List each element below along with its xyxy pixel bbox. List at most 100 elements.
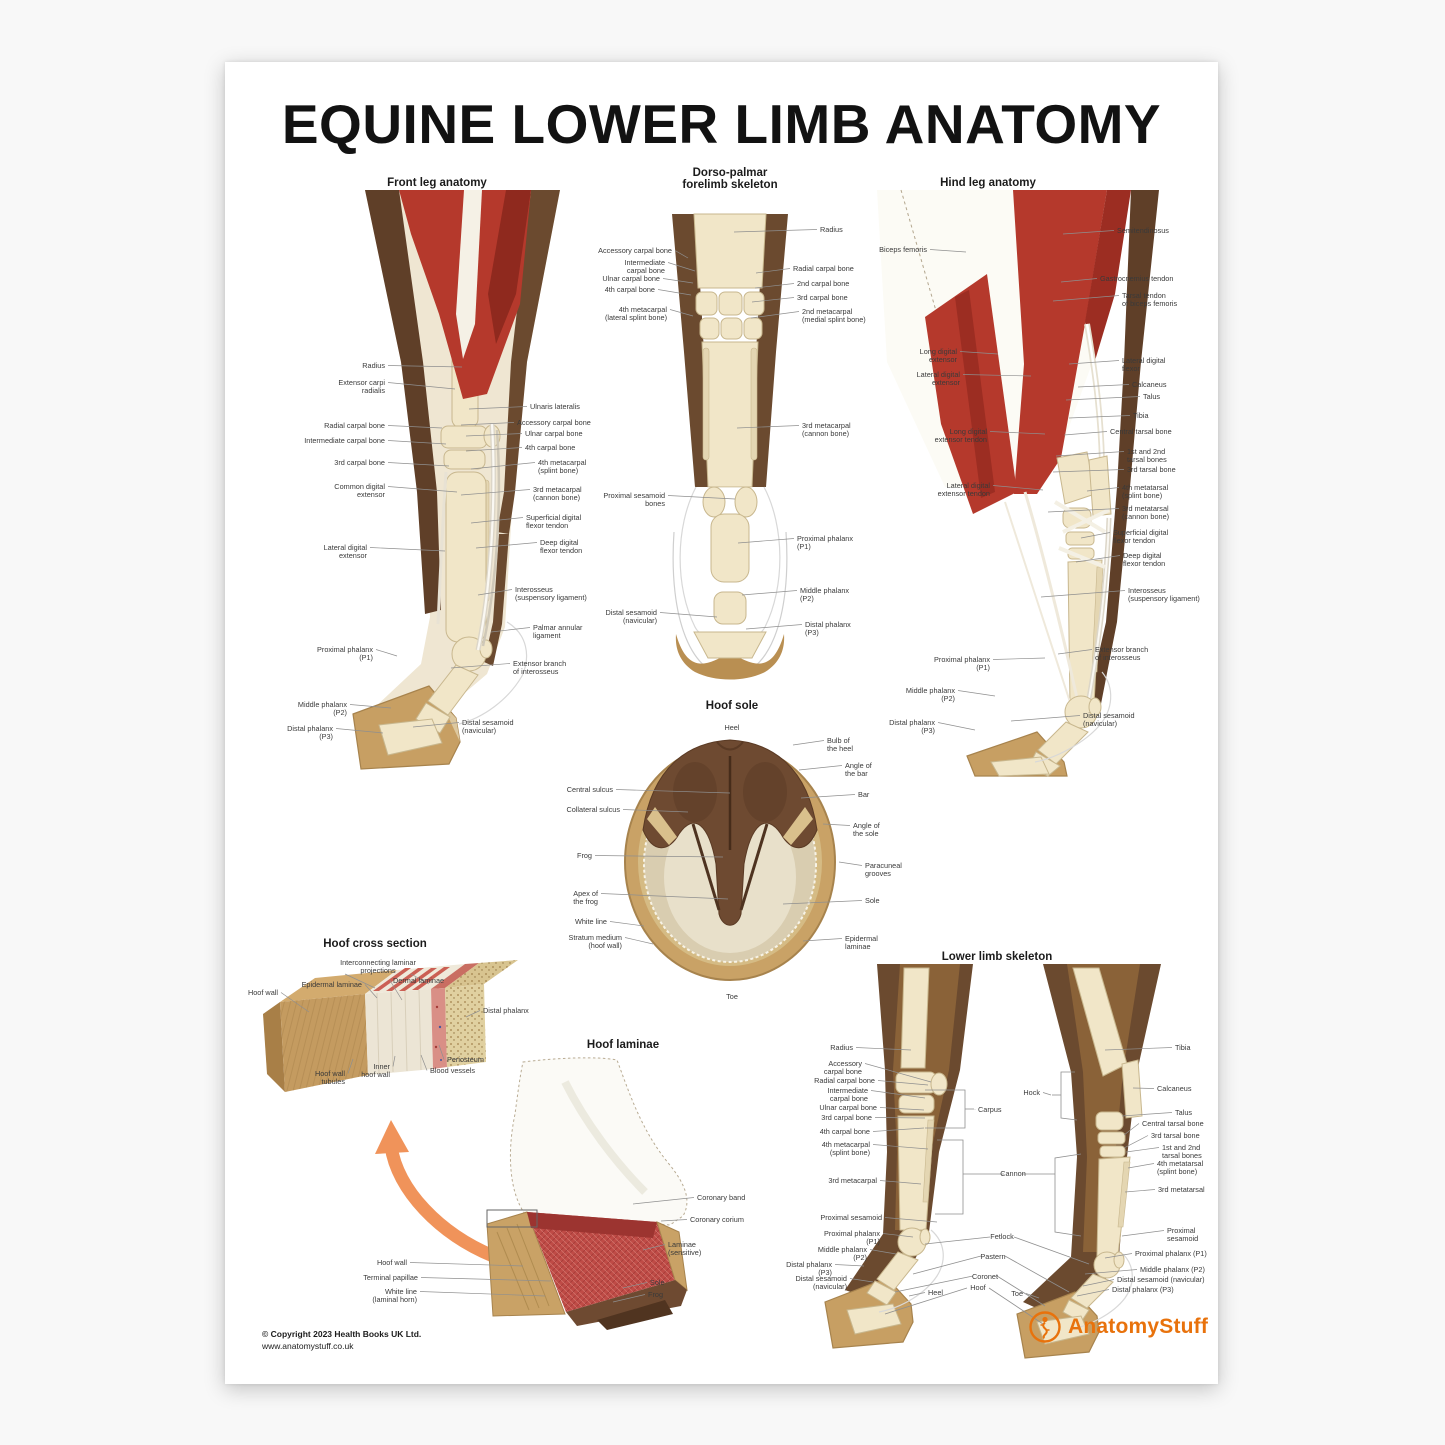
leader-line: [662, 278, 694, 284]
anatomy-label: White line: [575, 917, 607, 926]
leader-line: [754, 283, 795, 289]
leader-line: [1040, 590, 1126, 598]
anatomy-label: Middle phalanx(P2): [800, 586, 849, 603]
leader-line: [465, 447, 523, 452]
leader-line: [959, 351, 999, 355]
leader-line: [420, 1054, 428, 1071]
leader-line: [600, 893, 729, 900]
anatomy-label: White line(laminal horn): [372, 1287, 417, 1304]
leader-line: [1010, 715, 1081, 722]
leader-line: [1025, 1293, 1040, 1299]
leader-line: [1068, 415, 1131, 419]
leader-line: [792, 740, 825, 746]
anatomy-label: Blood vessels: [430, 1066, 475, 1075]
anatomy-label: Proximal sesamoid: [820, 1213, 882, 1222]
leader-line: [782, 900, 863, 905]
anatomy-label: Dermal laminae: [393, 976, 444, 985]
leader-line: [1121, 1230, 1165, 1237]
section-title-hoof-sole: Hoof sole: [706, 700, 758, 712]
leader-line: [869, 1249, 897, 1255]
anatomy-label: Bar: [858, 790, 870, 799]
anatomy-label: 3rd metatarsal: [1158, 1185, 1205, 1194]
leader-line: [387, 365, 463, 368]
anatomy-label: Distal phalanx(P3): [786, 1260, 832, 1277]
leader-line: [937, 722, 976, 731]
anatomy-label: Distal sesamoid (navicular): [1117, 1275, 1205, 1284]
leader-line: [460, 422, 515, 426]
leader-line: [657, 289, 692, 296]
leader-line: [387, 486, 458, 493]
leader-line: [864, 1063, 932, 1083]
leader-line: [1127, 1163, 1155, 1169]
leader-line: [750, 311, 800, 319]
anatomy-label: Middle phalanx(P2): [906, 686, 955, 703]
leader-line: [419, 1291, 546, 1297]
anatomy-label: Frog: [648, 1290, 663, 1299]
anatomy-label: 3rd metacarpal(cannon bone): [533, 485, 582, 502]
dorso-palmar-illustration: [672, 213, 788, 680]
anatomy-label: Calcaneus: [1157, 1084, 1192, 1093]
anatomy-label: Sole: [650, 1278, 665, 1287]
copyright-line1: © Copyright 2023 Health Books UK Ltd.: [262, 1329, 422, 1339]
anatomy-label: Stratum medium(hoof wall): [568, 933, 622, 950]
leader-line: [470, 517, 524, 524]
leader-line: [822, 823, 851, 826]
leader-line: [849, 1278, 874, 1283]
leader-line: [855, 1047, 912, 1051]
leader-line: [1086, 487, 1120, 492]
leader-line: [280, 992, 310, 1013]
anatomy-label: Semitendinosus: [1117, 226, 1169, 235]
leader-line: [470, 462, 536, 470]
leader-line: [884, 1217, 938, 1223]
anatomy-label: 4th metatarsal(splint bone): [1157, 1159, 1204, 1176]
anatomy-label: 4th carpal bone: [605, 285, 655, 294]
anatomy-label: Ulnaris lateralis: [530, 402, 580, 411]
leader-line: [957, 690, 996, 697]
anatomy-label: Radial carpal bone: [814, 1076, 875, 1085]
leader-line: [872, 1144, 929, 1150]
anatomy-label: Distal sesamoid(navicular): [1083, 711, 1135, 728]
anatomy-label: Fetlock: [990, 1232, 1014, 1241]
anatomy-label: 4th metacarpal(lateral splint bone): [605, 305, 667, 322]
leader-line: [879, 1180, 922, 1185]
anatomy-label: 4th carpal bone: [820, 1127, 870, 1136]
leader-line: [1052, 295, 1120, 302]
leader-line: [622, 809, 689, 813]
anatomy-label: Proximal phalanx(P1): [797, 534, 853, 551]
leader-line: [798, 765, 843, 771]
anatomy-label: Central tarsal bone: [1142, 1119, 1204, 1128]
section-title-hoof-cross-section: Hoof cross section: [323, 938, 427, 950]
leader-line: [1132, 1087, 1155, 1089]
anatomy-label: Radial carpal bone: [793, 264, 854, 273]
leader-line: [882, 1233, 914, 1238]
leader-line: [870, 1090, 926, 1099]
anatomy-label: 3rd metacarpal(cannon bone): [802, 421, 851, 438]
section-title-lower-limb-skeleton: Lower limb skeleton: [942, 951, 1053, 963]
anatomy-label: Frog: [577, 851, 592, 860]
leader-line: [929, 249, 967, 253]
leader-line: [1124, 1189, 1156, 1193]
leader-line: [1075, 555, 1121, 563]
anatomy-label: Coronet: [972, 1272, 998, 1281]
anatomy-label: 4th metacarpal(splint bone): [822, 1140, 871, 1157]
anatomy-label: Tibia: [1175, 1043, 1191, 1052]
poster: EQUINE LOWER LIMB ANATOMY: [225, 62, 1218, 1384]
leader-line: [349, 704, 392, 709]
anatomy-label: Terminal papillae: [363, 1273, 418, 1282]
leader-line: [877, 1080, 929, 1086]
